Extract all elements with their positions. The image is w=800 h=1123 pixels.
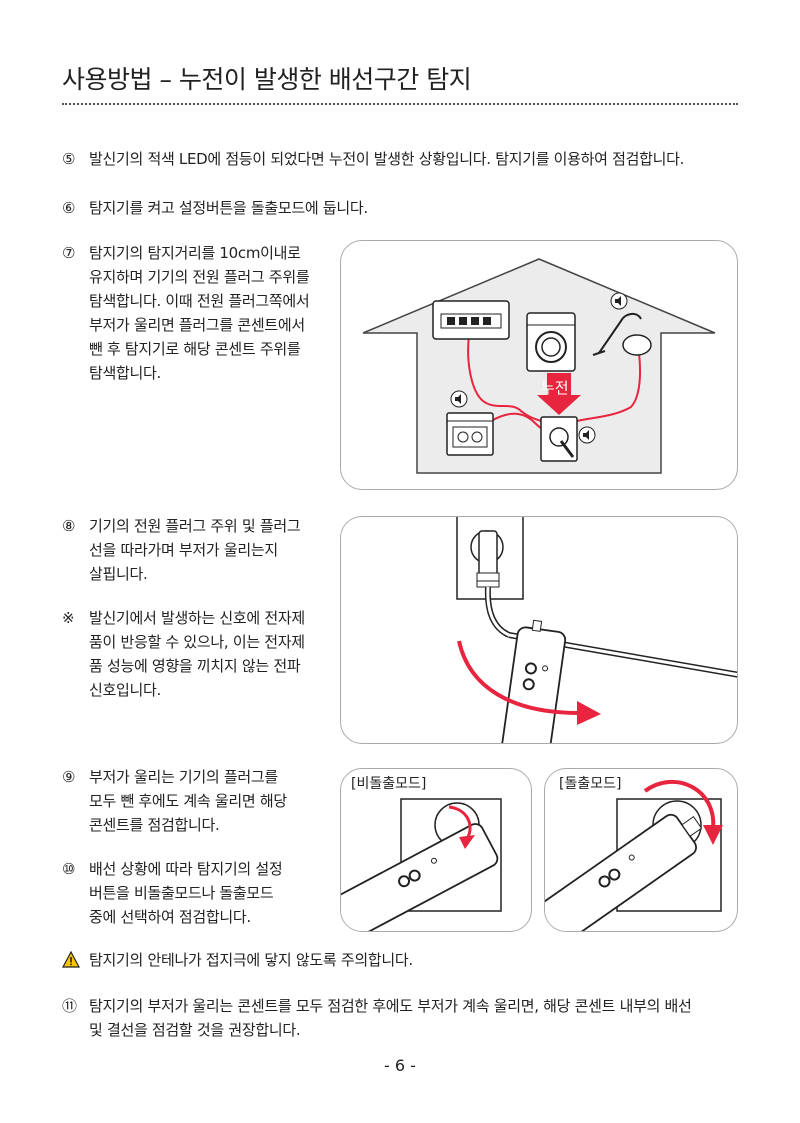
step-line: 및 결선을 점검할 것을 권장합니다. (89, 1021, 301, 1039)
step-line: 탐지기의 부저가 울리는 콘센트를 모두 점검한 후에도 부저가 계속 울리면,… (89, 997, 692, 1015)
step-11: ⑪ 탐지기의 부저가 울리는 콘센트를 모두 점검한 후에도 부저가 계속 울리… (62, 994, 762, 1042)
leak-arrow (537, 373, 581, 415)
step-5: ⑤ 발신기의 적색 LED에 점등이 되었다면 누전이 발생한 상황입니다. 탐… (62, 147, 752, 171)
step-7: ⑦ 탐지기의 탐지거리를 10cm이내로 유지하며 기기의 전원 플러그 주위를… (62, 241, 342, 385)
page-number: - 6 - (384, 1056, 416, 1075)
step-line: 탐지기의 탐지거리를 10cm이내로 (89, 244, 301, 262)
step-line: 콘센트를 점검합니다. (89, 816, 220, 834)
non-protruding-mode-illustration (341, 798, 502, 931)
house-illustration-panel: 누전 (340, 240, 738, 490)
step-line: 기기의 전원 플러그 주위 및 플러그 (89, 517, 301, 535)
step-line: 뺀 후 탐지기로 해당 콘센트 주위를 (89, 340, 301, 358)
page-title: 사용방법 – 누전이 발생한 배선구간 탐지 (62, 65, 472, 94)
step-line: 중에 선택하여 점검합니다. (89, 908, 251, 926)
step-10: ⑩ 배선 상황에 따라 탐지기의 설정 버튼을 비돌출모드나 돌출모드 중에 선… (62, 857, 332, 929)
note-line: 신호입니다. (89, 681, 161, 699)
warning-text: 탐지기의 안테나가 접지극에 닿지 않도록 주의합니다. (89, 951, 413, 969)
step-text: 탐지기를 켜고 설정버튼을 돌출모드에 둡니다. (89, 199, 368, 217)
direction-arrow (457, 640, 580, 715)
step-8: ⑧ 기기의 전원 플러그 주위 및 플러그 선을 따라가며 부저가 울리는지 살… (62, 514, 332, 586)
mode-label-protruding: [돌출모드] (559, 773, 622, 793)
non-protruding-mode-panel: [비돌출모드] (340, 768, 532, 932)
step-6: ⑥ 탐지기를 켜고 설정버튼을 돌출모드에 둡니다. (62, 196, 752, 220)
plug-cable-illustration-panel (340, 516, 738, 744)
cable (576, 352, 641, 422)
step-line: 살핍니다. (89, 565, 148, 583)
step-marker: ⑧ (62, 517, 76, 535)
step-line: 유지하며 기기의 전원 플러그 주위를 (89, 268, 310, 286)
step-line: 모두 뺀 후에도 계속 울리면 해당 (89, 792, 287, 810)
dishwasher (446, 412, 494, 456)
house-illustration: 누전 (362, 258, 716, 474)
wall-outlet (540, 416, 578, 462)
mode-label-non-protruding: [비돌출모드] (351, 773, 427, 793)
cable (467, 335, 550, 424)
title-divider (62, 103, 738, 105)
step-marker: ⑪ (62, 997, 77, 1015)
step-marker: ⑤ (62, 150, 76, 168)
arrow-head (577, 701, 601, 725)
plug-cable-illustration (456, 517, 737, 743)
step-marker: ⑩ (62, 860, 76, 878)
warning-icon (62, 951, 80, 968)
step-line: 버튼을 비돌출모드나 돌출모드 (89, 884, 274, 902)
speaker-icon (450, 390, 468, 408)
step-line: 탐색합니다. (89, 364, 161, 382)
step-9: ⑨ 부저가 울리는 기기의 플러그를 모두 뺀 후에도 계속 울리면 해당 콘센… (62, 765, 332, 837)
washing-machine (526, 312, 576, 372)
protruding-mode-panel: [돌출모드] (544, 768, 738, 932)
note-line: 품 성능에 영향을 끼치지 않는 전파 (89, 657, 301, 675)
speaker-icon (610, 292, 628, 310)
detector-device (500, 619, 567, 743)
step-text: 발신기의 적색 LED에 점등이 되었다면 누전이 발생한 상황입니다. 탐지기… (89, 150, 685, 168)
step-line: 선을 따라가며 부저가 울리는지 (89, 541, 278, 559)
step-line: 탐색합니다. 이때 전원 플러그쪽에서 (89, 292, 310, 310)
electric-meter (432, 300, 510, 340)
vacuum-cleaner (592, 313, 652, 356)
note: ※ 발신기에서 발생하는 신호에 전자제 품이 반응할 수 있으나, 이는 전자… (62, 606, 332, 702)
note-marker: ※ (62, 609, 75, 627)
note-line: 품이 반응할 수 있으나, 이는 전자제 (89, 633, 305, 651)
warning: 탐지기의 안테나가 접지극에 닿지 않도록 주의합니다. (62, 948, 752, 972)
note-line: 발신기에서 발생하는 신호에 전자제 (89, 609, 305, 627)
step-line: 부저가 울리면 플러그를 콘센트에서 (89, 316, 305, 334)
step-marker: ⑥ (62, 199, 76, 217)
step-line: 부저가 울리는 기기의 플러그를 (89, 768, 278, 786)
step-marker: ⑦ (62, 244, 76, 262)
step-marker: ⑨ (62, 768, 76, 786)
protruding-mode-illustration (545, 780, 723, 931)
leak-label: 누전 (541, 379, 569, 397)
speaker-icon (578, 426, 596, 444)
step-line: 배선 상황에 따라 탐지기의 설정 (89, 860, 283, 878)
